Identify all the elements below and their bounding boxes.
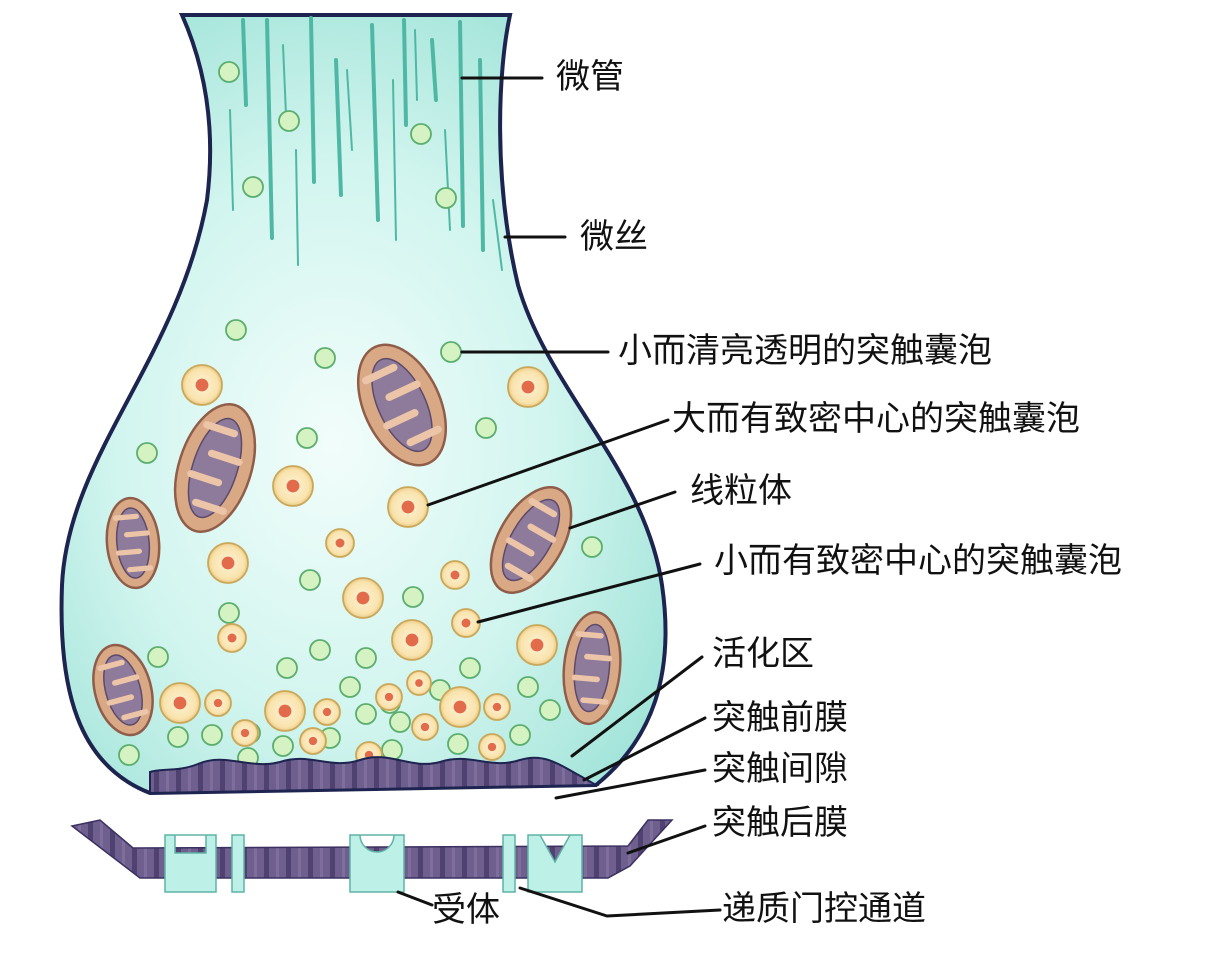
- label-postsynaptic-membrane: 突触后膜: [712, 803, 848, 843]
- clear-vesicle: [242, 176, 264, 198]
- presynaptic-membrane-band: [149, 756, 600, 795]
- receptor-3: [349, 834, 405, 893]
- dense-core-vesicle: [411, 713, 439, 741]
- microfilaments: [229, 29, 503, 271]
- clear-vesicle: [402, 586, 424, 608]
- dense-core-vesicle: [181, 364, 223, 406]
- clear-vesicle: [276, 657, 298, 679]
- clear-vesicle: [475, 417, 497, 439]
- leader-transmitter-gated-channel: [518, 886, 722, 918]
- dense-core-vesicle: [391, 619, 433, 661]
- clear-vesicle: [299, 569, 321, 591]
- clear-vesicle: [517, 676, 539, 698]
- clear-vesicle: [447, 733, 469, 755]
- receptor-2: [231, 834, 245, 893]
- dense-core-vesicle: [204, 689, 232, 717]
- dense-core-vesicle: [231, 719, 259, 747]
- clear-vesicle: [355, 703, 377, 725]
- dense-core-vesicle: [342, 577, 384, 619]
- dense-core-vesicle: [439, 686, 481, 728]
- mitochondrion: [105, 496, 161, 590]
- dense-core-vesicle: [375, 683, 403, 711]
- dense-core-vesicle: [387, 486, 429, 528]
- dense-core-vesicle: [207, 542, 249, 584]
- clear-vesicle: [459, 657, 481, 679]
- clear-vesicle: [118, 744, 140, 766]
- label-large-dense-core-vesicle: 大而有致密中心的突触囊泡: [672, 399, 1080, 439]
- leader-postsynaptic-membrane: [626, 824, 707, 855]
- clear-vesicle: [136, 442, 158, 464]
- label-presynaptic-membrane: 突触前膜: [712, 698, 848, 738]
- clear-vesicle: [167, 726, 189, 748]
- label-small-dense-core-vesicle: 小而有致密中心的突触囊泡: [714, 541, 1122, 581]
- dense-core-vesicle: [440, 560, 470, 590]
- label-microfilament: 微丝: [580, 217, 648, 257]
- clear-vesicle: [410, 123, 432, 145]
- channel-right: [527, 834, 583, 893]
- leader-presynaptic-membrane: [582, 716, 707, 782]
- leader-active-zone: [570, 655, 704, 758]
- receptors: [164, 834, 583, 893]
- mitochondrion: [173, 403, 257, 533]
- clear-vesicle: [218, 602, 240, 624]
- clear-vesicle: [355, 647, 377, 669]
- clear-vesicle: [314, 347, 336, 369]
- dense-core-vesicle: [299, 727, 327, 755]
- clear-vesicle: [339, 676, 361, 698]
- clear-vesicle: [509, 724, 531, 746]
- leader-small-dense-vesicle: [476, 562, 702, 624]
- clear-vesicle: [296, 427, 318, 449]
- clear-vesicle: [272, 735, 294, 757]
- dense-core-vesicle: [159, 682, 201, 724]
- dense-core-vesicle: [325, 528, 355, 558]
- clear-vesicle: [309, 639, 331, 661]
- mitochondria: [92, 343, 622, 737]
- clear-vesicle: [435, 187, 457, 209]
- leader-synaptic-cleft: [554, 768, 707, 800]
- mitochondrion: [562, 610, 622, 726]
- label-active-zone: 活化区: [712, 634, 814, 674]
- dense-core-vesicle: [272, 465, 314, 507]
- leader-receptor: [396, 890, 434, 907]
- dense-core-vesicle: [217, 623, 247, 653]
- label-transmitter-gated-channel: 递质门控通道: [722, 889, 926, 929]
- label-microtubule: 微管: [556, 57, 624, 97]
- receptor-1: [164, 834, 217, 893]
- dense-core-vesicle: [313, 698, 341, 726]
- clear-vesicle: [539, 699, 561, 721]
- dense-core-vesicle: [483, 693, 511, 721]
- label-mitochondrion: 线粒体: [690, 471, 792, 511]
- dense-core-vesicle: [478, 733, 506, 761]
- dense-core-vesicle: [507, 366, 549, 408]
- clear-vesicle: [581, 536, 603, 558]
- clear-vesicle: [440, 341, 462, 363]
- label-small-clear-vesicle: 小而清亮透明的突触囊泡: [618, 331, 992, 371]
- mitochondrion: [92, 643, 154, 737]
- dense-core-vesicle: [451, 608, 481, 638]
- clear-vesicle: [389, 711, 411, 733]
- mitochondrion: [356, 343, 448, 467]
- clear-vesicle: [201, 724, 223, 746]
- leader-large-dense-vesicle: [426, 418, 670, 507]
- dense-core-vesicle: [406, 670, 432, 696]
- channel-left: [502, 834, 516, 893]
- leader-mitochondrion: [568, 490, 677, 530]
- clear-vesicle: [147, 646, 169, 668]
- dense-core-vesicle: [516, 624, 558, 666]
- dense-core-vesicle: [264, 690, 306, 732]
- clear-vesicle: [225, 319, 247, 341]
- microtubules: [241, 16, 485, 252]
- leader-lines: [396, 76, 722, 918]
- label-synaptic-cleft: 突触间隙: [712, 749, 848, 789]
- clear-vesicle: [218, 61, 240, 83]
- clear-vesicle: [278, 110, 300, 132]
- mitochondrion: [489, 486, 573, 594]
- label-receptor: 受体: [432, 890, 500, 930]
